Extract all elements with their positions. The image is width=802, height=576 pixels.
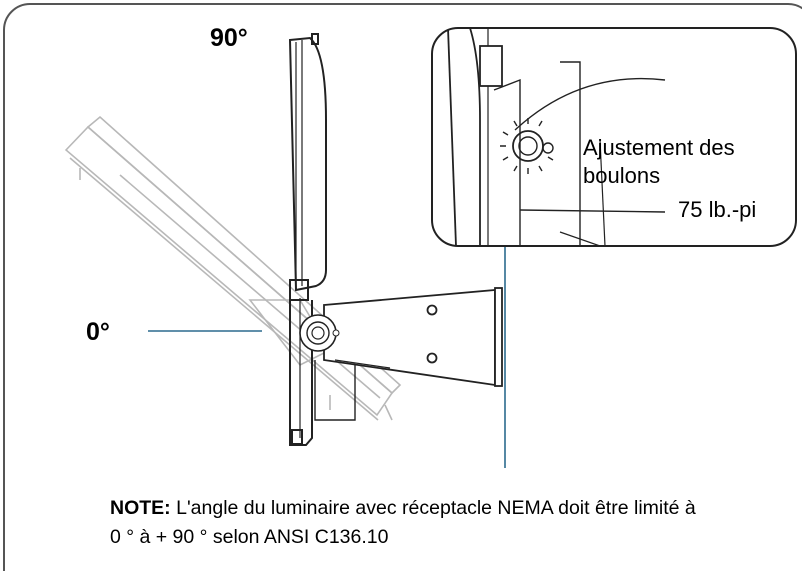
mounting-arm [314, 287, 503, 421]
outer-frame [3, 3, 802, 576]
installation-note: NOTE: L'angle du luminaire avec réceptac… [110, 494, 798, 552]
bolt-callout-line1: Ajustement des [583, 135, 735, 160]
angle-label-0: 0° [86, 318, 110, 346]
note-line1: NOTE: L'angle du luminaire avec réceptac… [110, 494, 798, 523]
note-text-line2: 0 ° à + 90 ° selon ANSI C136.10 [110, 526, 389, 548]
bolt-callout-line2: boulons [583, 163, 661, 188]
zoom-inset [431, 27, 797, 247]
note-prefix: NOTE: [110, 497, 171, 519]
pivot-knob [299, 314, 340, 352]
note-text-line1: L'angle du luminaire avec réceptacle NEM… [176, 497, 696, 519]
luminaire-90deg [288, 33, 327, 446]
ghost-luminaire-0deg [64, 115, 402, 421]
angle-label-90: 90° [210, 24, 248, 52]
torque-label: 75 lb.-pi [678, 197, 757, 222]
